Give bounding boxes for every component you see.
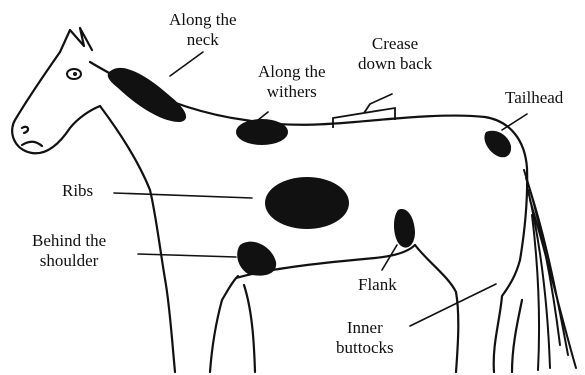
spot-withers [236,119,288,145]
leader-shoulder [138,254,236,257]
horse-outline-throat [100,106,175,372]
horse-outline-foreleg-2 [244,285,255,372]
spot-tailhead [484,131,511,158]
leader-withers [258,112,268,120]
leader-crease [370,94,392,104]
label-crease-line1: Crease [358,34,432,54]
label-flank: Flank [358,275,397,295]
horse-outline-hindleg-rear [494,260,520,372]
label-withers-line1: Along the [258,62,326,82]
label-neck-line2: neck [169,30,237,50]
spot-flank [394,209,415,248]
horse-outline-hindleg-back [512,300,522,372]
label-crease-down-back: Crease down back [358,34,432,74]
spot-shoulder [237,242,276,276]
label-buttocks-line1: Inner [336,318,394,338]
horse-outline-ears [60,28,92,52]
leader-tailhead [502,114,527,130]
label-along-the-withers: Along the withers [258,62,326,102]
label-shoulder-line2: shoulder [32,251,106,271]
label-inner-buttocks: Inner buttocks [336,318,394,358]
horse-outline-nostril [22,127,28,133]
label-behind-the-shoulder: Behind the shoulder [32,231,106,271]
label-buttocks-line2: buttocks [336,338,394,358]
label-along-the-neck: Along the neck [169,10,237,50]
crease-bracket [333,104,395,128]
horse-outline-face [12,52,100,153]
spot-neck [108,68,186,122]
leader-ribs [114,193,252,198]
horse-outline-foreleg [210,276,238,372]
label-ribs: Ribs [62,181,93,201]
leader-neck [170,52,203,76]
horse-outline-hindleg [415,245,458,372]
leader-buttocks [410,284,496,326]
label-crease-line2: down back [358,54,432,74]
label-tailhead: Tailhead [505,88,563,108]
label-withers-line2: withers [258,82,326,102]
horse-tail [524,170,576,370]
spot-ribs [265,177,349,229]
label-shoulder-line1: Behind the [32,231,106,251]
label-neck-line1: Along the [169,10,237,30]
horse-outline-mouth [22,142,42,146]
